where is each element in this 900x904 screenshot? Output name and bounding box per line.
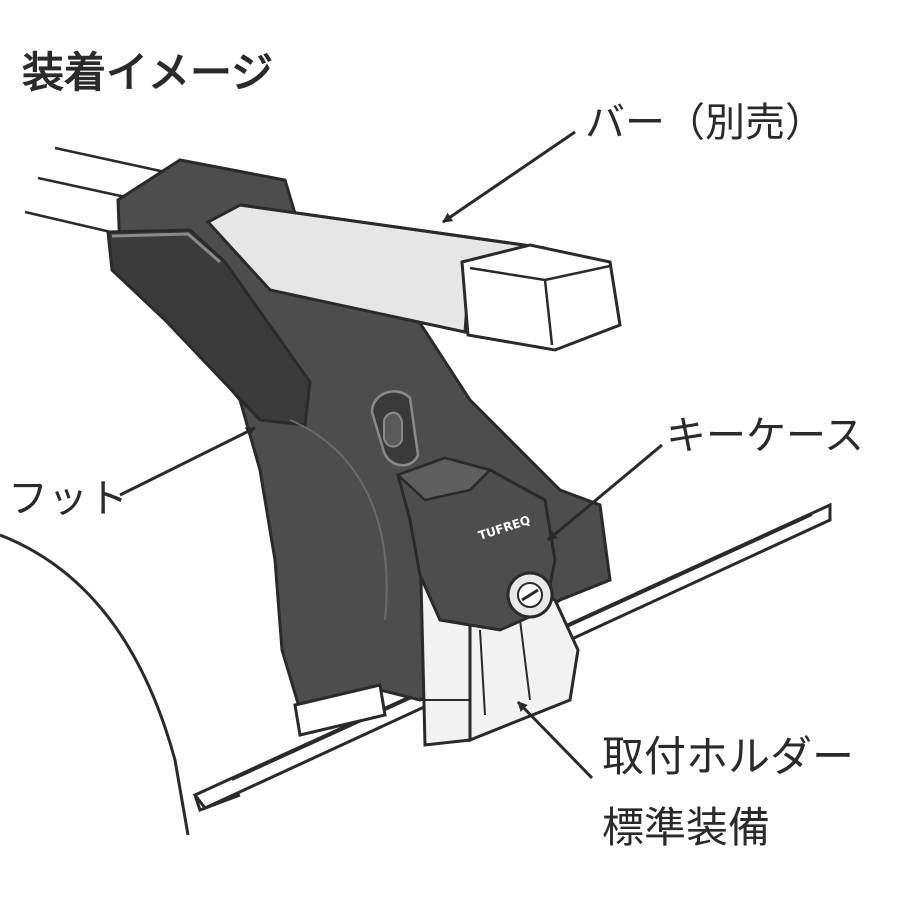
keycase-leader-arrow (547, 443, 663, 542)
bar-leader-arrow (442, 130, 576, 224)
key-case-label: キーケース (666, 413, 864, 459)
bar (205, 203, 622, 352)
bar-label: バー（別売） (585, 100, 825, 146)
foot-label: フット (8, 476, 128, 522)
holder-leader-arrow (516, 700, 594, 780)
car-roof-outline (0, 533, 190, 836)
bar-rear-lines (24, 146, 166, 235)
standard-equipment-label: 標準装備 (602, 803, 771, 852)
key-case (395, 456, 557, 632)
foot-leader-arrow (119, 426, 256, 497)
holder-label: 取付ホルダー (602, 732, 855, 781)
page-title: 装着イメージ (22, 48, 274, 97)
